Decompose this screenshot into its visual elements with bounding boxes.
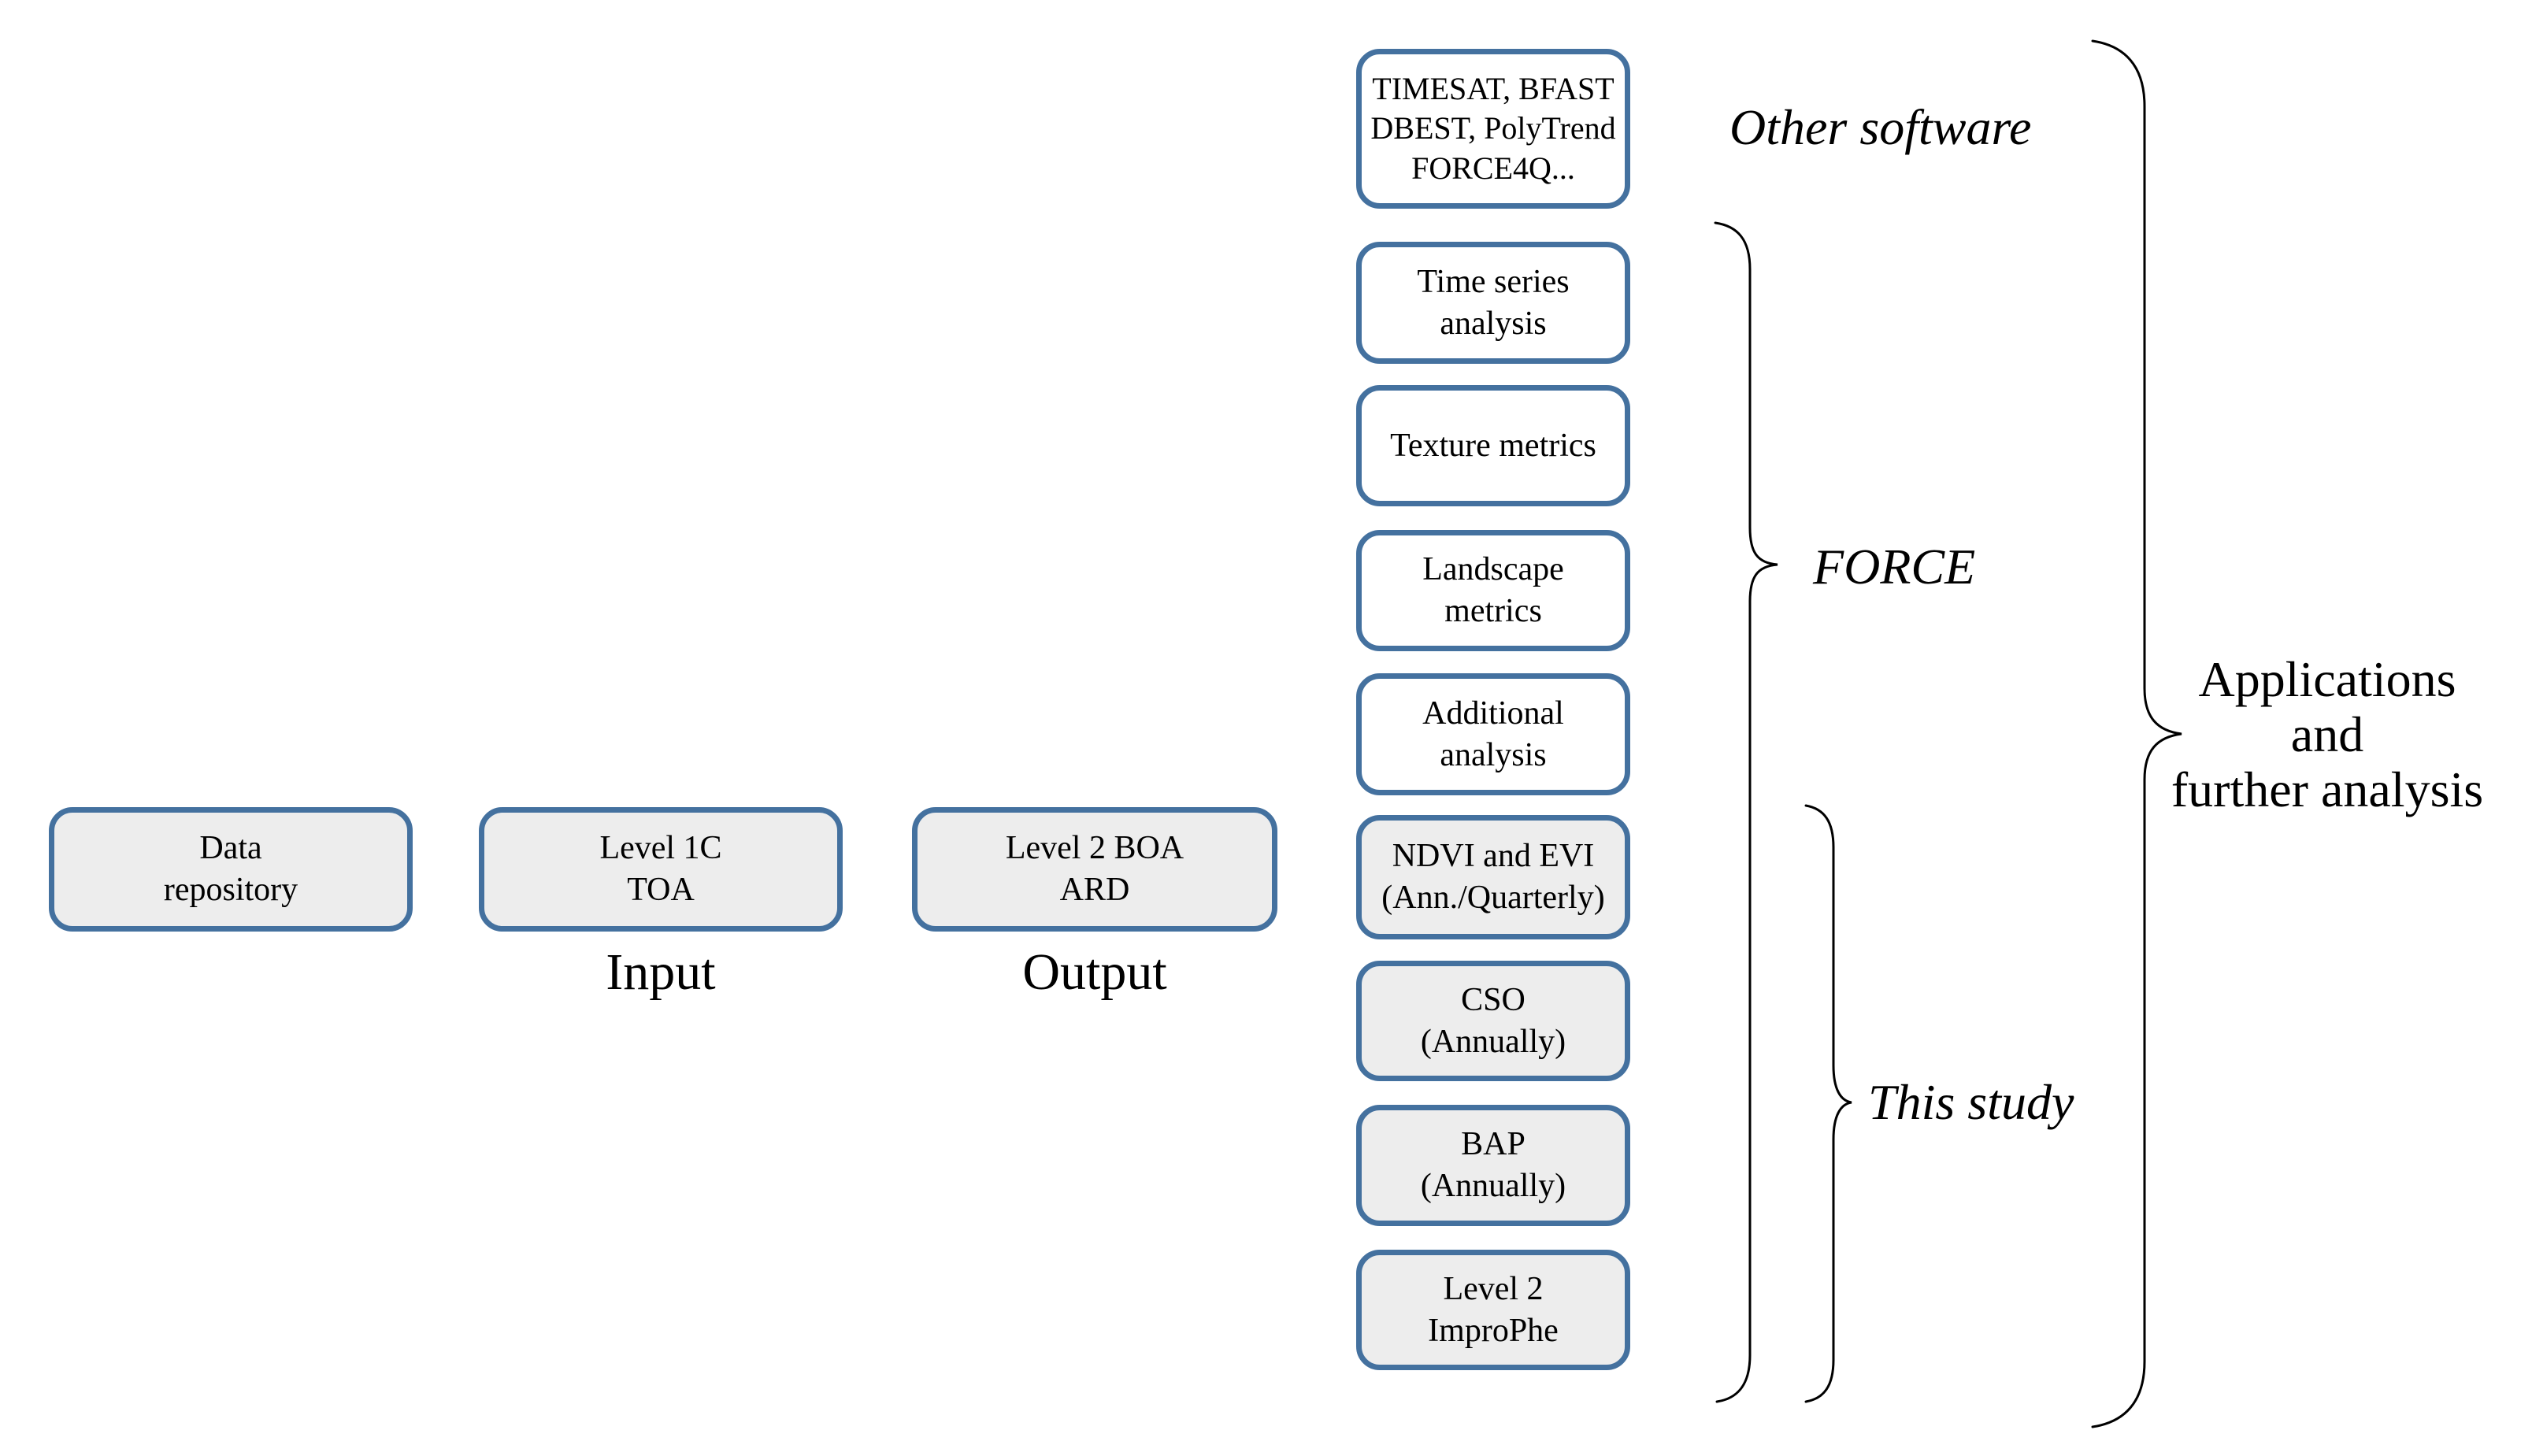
applications-label: Applications and further analysis bbox=[2171, 651, 2484, 817]
force-label: FORCE bbox=[1813, 539, 1976, 595]
input-caption: Input bbox=[606, 943, 716, 1001]
output-caption: Output bbox=[1022, 943, 1167, 1001]
ndvi-evi-box: NDVI and EVI (Ann./Quarterly) bbox=[1356, 815, 1630, 939]
this-study-brace bbox=[1804, 804, 1852, 1403]
this-study-label: This study bbox=[1868, 1074, 2074, 1130]
level-2-improphe-box: Level 2 ImproPhe bbox=[1356, 1250, 1630, 1370]
bap-box: BAP (Annually) bbox=[1356, 1105, 1630, 1226]
data-repository-box: Data repository bbox=[49, 807, 413, 932]
additional-analysis-box: Additional analysis bbox=[1356, 673, 1630, 795]
texture-metrics-box: Texture metrics bbox=[1356, 385, 1630, 506]
level-1c-toa-box: Level 1C TOA bbox=[479, 807, 843, 932]
other-software-tools-box: TIMESAT, BFAST DBEST, PolyTrend FORCE4Q.… bbox=[1356, 49, 1630, 209]
landscape-metrics-box: Landscape metrics bbox=[1356, 530, 1630, 651]
force-brace bbox=[1714, 221, 1778, 1403]
applications-brace bbox=[2091, 39, 2182, 1428]
time-series-analysis-box: Time series analysis bbox=[1356, 242, 1630, 364]
level-2-boa-ard-box: Level 2 BOA ARD bbox=[912, 807, 1277, 932]
other-software-label: Other software bbox=[1729, 99, 2032, 155]
cso-box: CSO (Annually) bbox=[1356, 961, 1630, 1081]
